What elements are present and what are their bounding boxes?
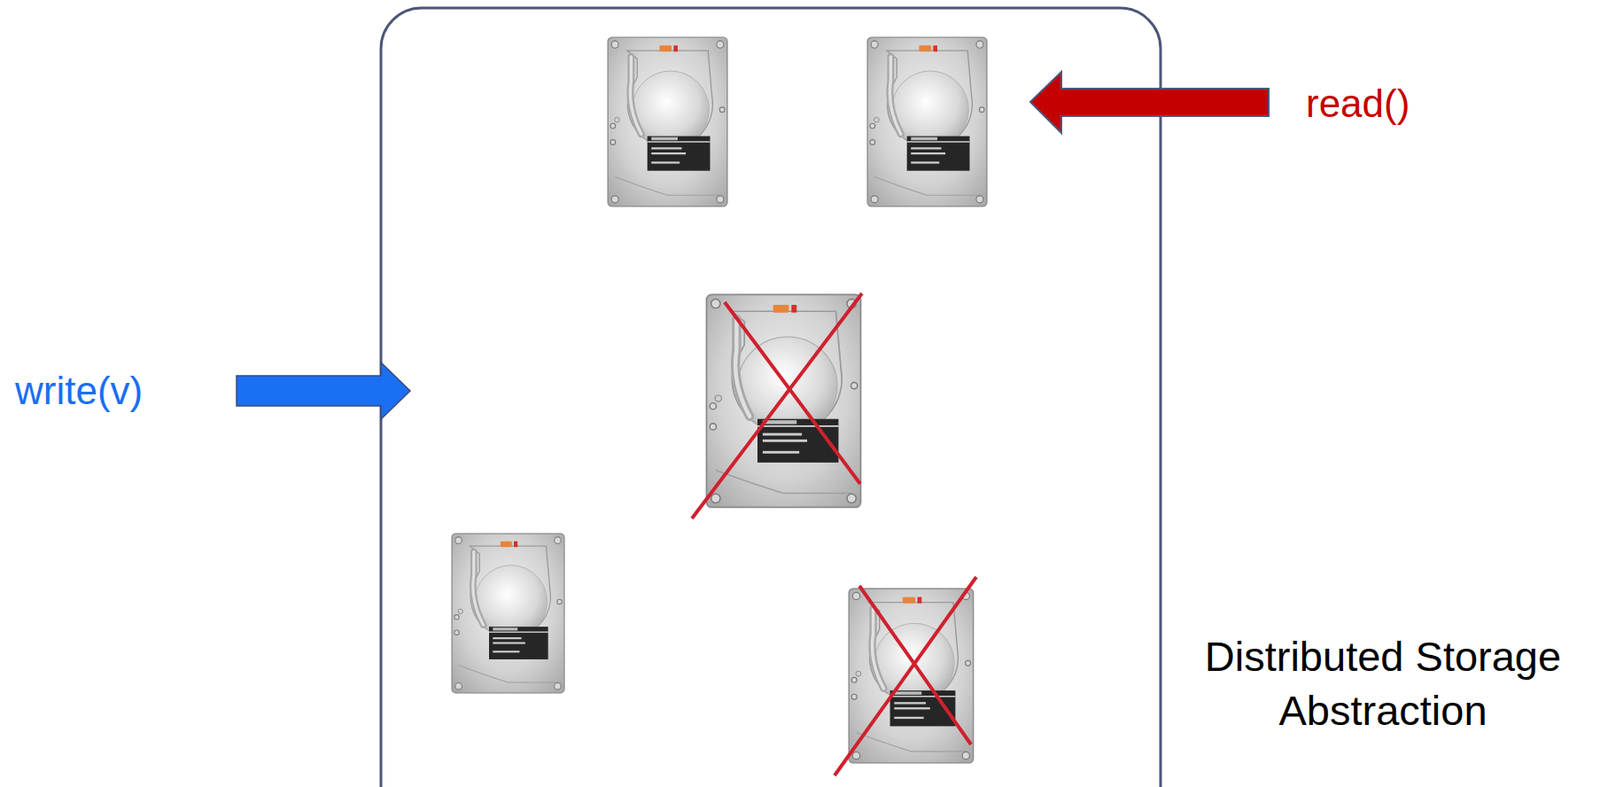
hard-drive [867,37,987,207]
read-operation-label: read() [1305,77,1410,129]
write-operation-label: write(v) [15,365,143,416]
hard-drive [848,588,973,763]
hard-drive [451,533,565,693]
system-caption: Distributed Storage Abstraction [1183,629,1583,738]
failure-cross [691,293,977,776]
write-arrow [236,362,411,420]
hard-drive [607,37,728,207]
read-arrow [1030,71,1269,133]
storage-boundary [380,7,1161,787]
